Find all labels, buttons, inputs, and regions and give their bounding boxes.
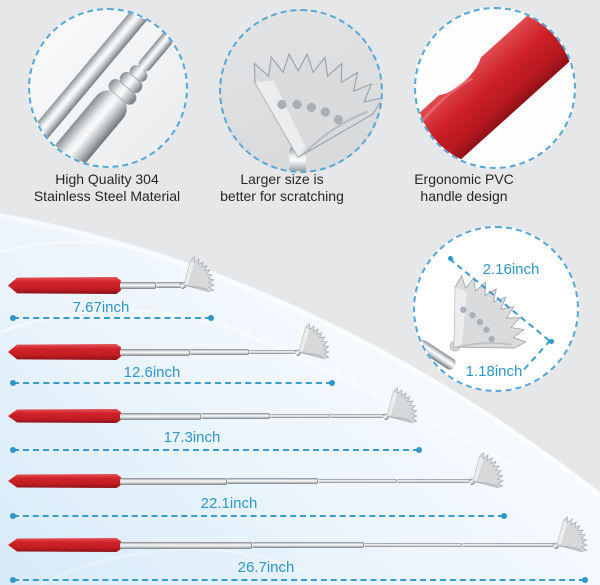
- measure-dot: [582, 577, 588, 583]
- telescopic-pole: [120, 541, 559, 549]
- caption-line: Stainless Steel Material: [33, 188, 181, 204]
- scratcher-head-photo-icon: [232, 38, 381, 171]
- caption-larger-size: Larger size is better for scratching: [172, 171, 392, 205]
- red-handle: [8, 344, 121, 360]
- measure-line: [10, 380, 335, 386]
- measure-dot: [501, 513, 507, 519]
- measure-dot: [329, 380, 335, 386]
- red-handle: [8, 409, 121, 423]
- telescopic-pole: [120, 281, 186, 289]
- red-handle: [8, 277, 121, 294]
- scratcher-head-detail-photo-icon: [417, 262, 539, 382]
- length-label: 7.67inch: [72, 299, 130, 316]
- feature-circle-scratcher-head: [219, 9, 383, 173]
- length-label: 12.6inch: [123, 364, 181, 381]
- caption-line: Ergonomic PVC: [414, 171, 514, 187]
- telescopic-pole: [120, 348, 301, 356]
- measure-dot: [10, 513, 16, 519]
- telescopic-steel-pole-photo-icon: [30, 10, 186, 166]
- measure-dot: [10, 380, 16, 386]
- feature-circle-pvc-handle: [414, 7, 576, 169]
- telescopic-pole: [120, 412, 389, 420]
- caption-line: better for scratching: [220, 188, 344, 204]
- length-label: 22.1inch: [200, 495, 258, 512]
- caption-ergonomic-handle: Ergonomic PVC handle design: [354, 171, 574, 205]
- measure-line: [10, 447, 422, 453]
- caption-line: High Quality 304: [55, 171, 159, 187]
- measure-dot: [10, 315, 16, 321]
- length-label: 17.3inch: [163, 429, 221, 446]
- measure-dot: [549, 339, 554, 344]
- red-handle: [8, 474, 121, 488]
- feature-circle-steel-material: [28, 8, 188, 168]
- measure-line: [10, 513, 507, 519]
- caption-steel-material: High Quality 304 Stainless Steel Materia…: [0, 171, 217, 205]
- measure-line: [10, 577, 588, 583]
- red-pvc-handle-photo-icon: [416, 9, 574, 167]
- telescopic-pole: [120, 477, 475, 485]
- measure-dot: [10, 577, 16, 583]
- head-detail-circle: 2.16inch 1.18inch: [413, 226, 579, 392]
- measure-dot: [448, 256, 453, 261]
- measure-dot: [208, 315, 214, 321]
- head-neck-label: 1.18inch: [465, 363, 523, 380]
- measure-line: [10, 315, 214, 321]
- red-handle: [8, 538, 121, 552]
- length-label: 26.7inch: [237, 559, 295, 576]
- caption-line: handle design: [420, 188, 508, 204]
- measure-dot: [10, 447, 16, 453]
- measure-dot: [416, 447, 422, 453]
- caption-line: Larger size is: [240, 171, 324, 187]
- head-width-label: 2.16inch: [482, 261, 540, 278]
